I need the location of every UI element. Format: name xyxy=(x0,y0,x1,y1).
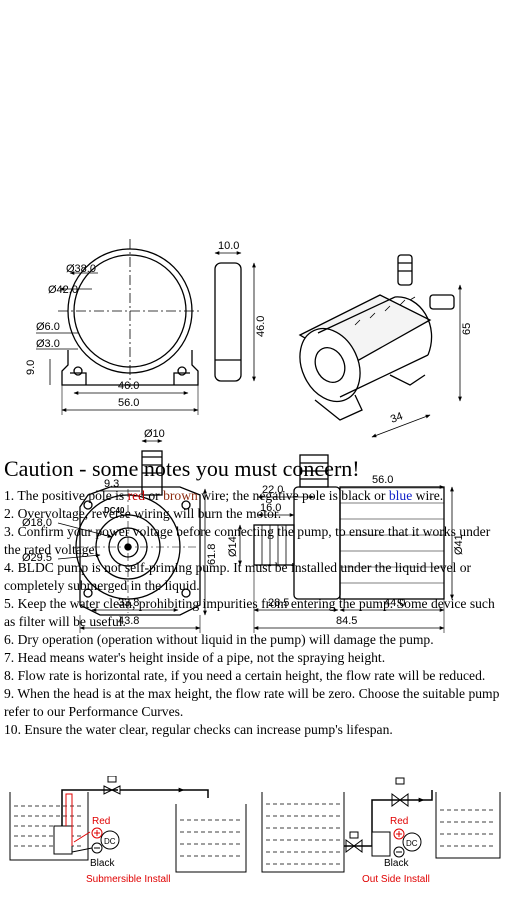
right-caption: Out Side Install xyxy=(362,874,430,885)
dim-side-b: 16.0 xyxy=(260,502,281,514)
dim-mid-d2: Ø29.5 xyxy=(22,552,52,564)
note-item: 4. BLDC pump is not self-priming pump. I… xyxy=(4,560,472,593)
dim-mid-h: 61.8 xyxy=(206,544,218,565)
mid-front-view xyxy=(57,439,207,633)
top-front-view xyxy=(36,239,202,415)
note-item: 7. Head means water's height inside of a… xyxy=(4,650,386,665)
left-black-label: Black xyxy=(90,858,115,869)
dim-mid-pipe: Ø10 xyxy=(144,428,165,440)
dim-mid-offset: 9.3 xyxy=(104,478,119,490)
note-item: 2. Overvoltage, reverse wiring will burn… xyxy=(4,506,282,521)
dim-side-total: 84.5 xyxy=(336,615,357,627)
dim-top-w2: 56.0 xyxy=(118,397,139,409)
dim-top-d2: Ø42.0 xyxy=(48,284,78,296)
right-black-label: Black xyxy=(384,858,409,869)
note-item: 1. The positive pole is red or brown wir… xyxy=(4,488,444,503)
dim-side-c: 56.0 xyxy=(372,474,393,486)
caution-notes: Caution - some notes you must concern! 1… xyxy=(4,456,508,739)
dim-iso-w: 34 xyxy=(389,410,405,425)
dim-iso-h: 65 xyxy=(461,323,473,335)
dim-side-f: 28.5 xyxy=(268,597,289,609)
right-dc-label: DC xyxy=(406,839,418,848)
dim-top-d4: Ø3.0 xyxy=(36,338,60,350)
dim-side-d: Ø14 xyxy=(227,536,239,557)
left-dc-label: DC xyxy=(104,837,116,846)
submersible-install xyxy=(9,776,247,873)
dim-mid-model: DC40 xyxy=(104,506,125,515)
note-item: 3. Confirm your power voltage before con… xyxy=(4,524,491,557)
valve-icon xyxy=(391,777,409,807)
left-caption: Submersible Install xyxy=(86,874,170,885)
dim-top-w1: 46.0 xyxy=(118,380,139,392)
dim-side-h: 46.0 xyxy=(255,316,267,337)
dim-mid-w2: 43.8 xyxy=(118,615,139,627)
dim-side-e: Ø41 xyxy=(453,534,465,555)
blue-word: blue xyxy=(388,488,413,503)
dim-side-w: 10.0 xyxy=(218,240,239,252)
install-diagrams: Red DC Black Submersible Install Red DC … xyxy=(9,776,501,885)
red-word: red xyxy=(127,488,145,503)
note-item: 9. When the head is at the max height, t… xyxy=(4,686,500,719)
notes-list: 1. The positive pole is red or brown wir… xyxy=(4,487,508,739)
dim-side-a: 22.0 xyxy=(262,484,283,496)
valve-icon xyxy=(345,831,363,853)
outside-install xyxy=(261,777,501,873)
brown-word: brown xyxy=(163,488,198,503)
dim-top-d3: Ø6.0 xyxy=(36,321,60,333)
dim-top-h1: 9.0 xyxy=(25,360,37,375)
note-item: 8. Flow rate is horizontal rate, if you … xyxy=(4,668,486,683)
valve-icon xyxy=(103,776,121,795)
dim-top-d1: Ø38.0 xyxy=(66,263,96,275)
dim-mid-d1: Ø18.0 xyxy=(22,517,52,529)
dim-side-g: 44.0 xyxy=(384,597,405,609)
top-side-view xyxy=(214,251,256,382)
note-item: 6. Dry operation (operation without liqu… xyxy=(4,632,434,647)
dim-mid-w1: 33.8 xyxy=(118,597,139,609)
notes-title: Caution - some notes you must concern! xyxy=(4,456,360,481)
isometric-pump xyxy=(298,254,462,438)
right-red-label: Red xyxy=(390,816,408,827)
mid-side-view xyxy=(238,454,454,633)
note-item: 5. Keep the water clean, prohibiting imp… xyxy=(4,596,495,629)
note-item: 10. Ensure the water clear, regular chec… xyxy=(4,722,393,737)
left-red-label: Red xyxy=(92,816,110,827)
